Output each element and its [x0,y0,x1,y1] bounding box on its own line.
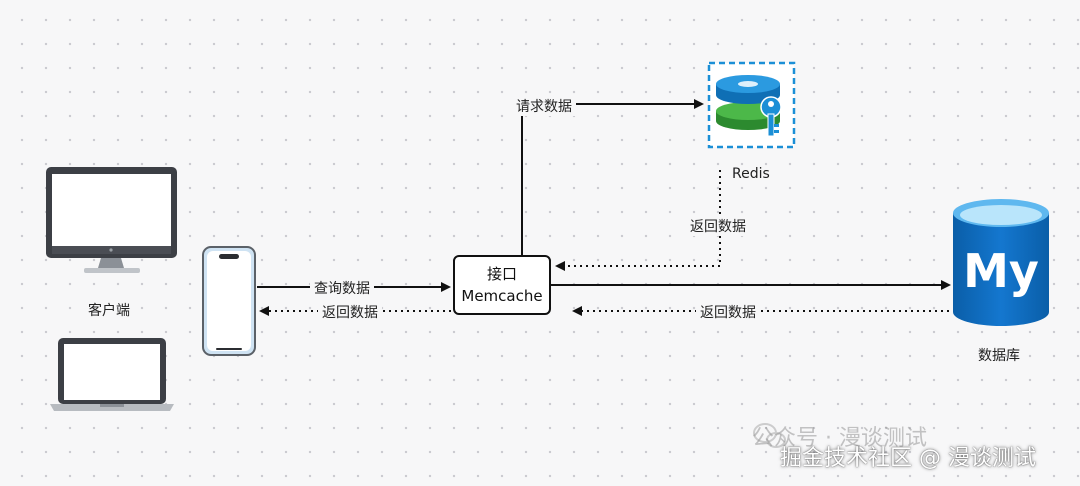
memcache-node: 接口 Memcache [453,255,551,315]
mysql-database-icon: My [953,199,1049,326]
client-label: 客户端 [88,303,130,319]
db-label: 数据库 [978,348,1020,364]
mysql-logo-text: My [963,244,1039,298]
memcache-line1: 接口 [486,265,517,283]
return-arrow-redis [555,170,721,271]
wechat-watermark: 公众号 · 漫谈测试 [752,426,927,451]
memcache-line2: Memcache [461,287,543,305]
site-watermark: 掘金技术社区 @ 漫谈测试 [780,446,1036,471]
redis-label: Redis [728,166,774,182]
edge-label-request-redis: 请求数据 [512,96,576,116]
request-arrow-redis [521,99,704,255]
mobile-phone-icon [202,246,256,356]
redis-icon [707,61,796,149]
edge-label-return-db: 返回数据 [696,302,760,322]
edge-label-return-phone: 返回数据 [318,302,382,322]
wechat-icon [753,423,786,448]
edge-label-return-redis: 返回数据 [686,216,750,236]
laptop-icon [50,338,174,411]
desktop-monitor-icon [46,167,177,273]
edge-label-query: 查询数据 [310,278,374,298]
